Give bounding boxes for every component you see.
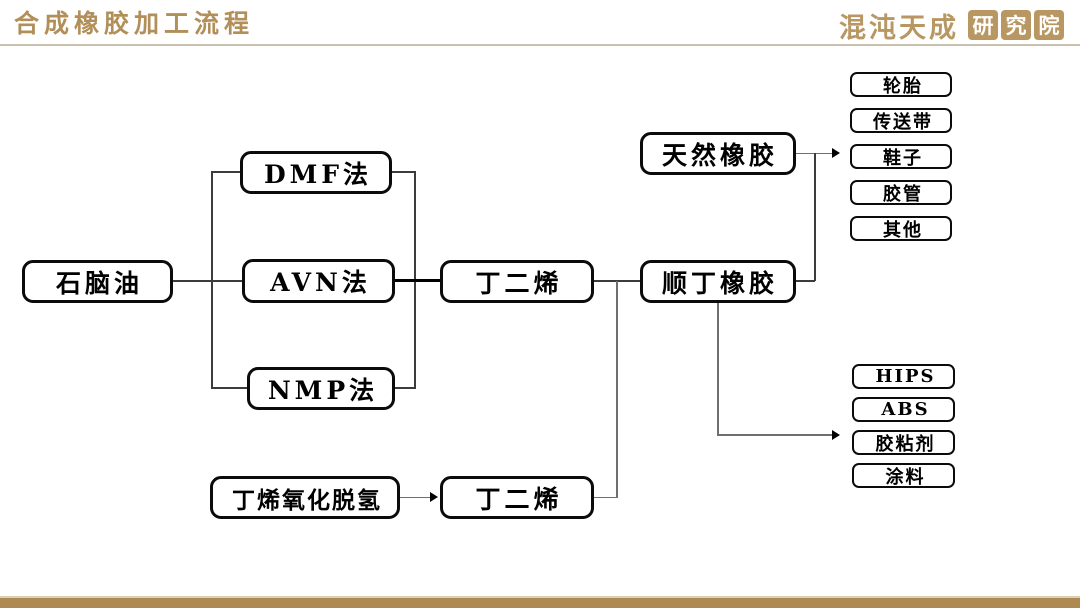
node-label: DMF法 xyxy=(263,159,373,189)
node-butene-oxidative-dehydrogenation: 丁烯氧化脱氢 xyxy=(210,476,400,519)
connector-cisrubber-right xyxy=(796,280,815,282)
node-avn-process: AVN法 xyxy=(242,259,395,303)
connector-odh-butadiene2 xyxy=(400,496,431,498)
node-label: ABS xyxy=(881,399,930,420)
logo-text: 混沌天成 xyxy=(839,12,959,44)
node-naphtha: 石脑油 xyxy=(22,260,173,303)
node-cis-butadiene-rubber: 顺丁橡胶 xyxy=(640,260,796,303)
node-nmp-process: NMP法 xyxy=(247,367,395,410)
arrowhead-apps-top xyxy=(832,148,840,158)
node-hips: HIPS xyxy=(852,364,955,389)
connector-branch-nmp xyxy=(211,387,248,389)
node-others: 其他 xyxy=(850,216,952,241)
node-conveyor-belt: 传送带 xyxy=(850,108,952,133)
node-rubber-hose: 胶管 xyxy=(850,180,952,205)
logo-tile-char: 院 xyxy=(1034,10,1064,40)
node-coating: 涂料 xyxy=(852,463,955,488)
node-tires: 轮胎 xyxy=(850,72,952,97)
node-dmf-process: DMF法 xyxy=(240,151,392,194)
node-shoes: 鞋子 xyxy=(850,144,952,169)
node-label: AVN法 xyxy=(270,268,371,297)
node-label: 丁二烯 xyxy=(475,268,563,298)
node-label: 顺丁橡胶 xyxy=(661,268,778,298)
node-label: 鞋子 xyxy=(883,147,923,169)
connector-branch-vertical xyxy=(211,172,213,389)
node-adhesive: 胶粘剂 xyxy=(852,430,955,455)
node-label: 轮胎 xyxy=(883,75,923,97)
node-butadiene-bottom: 丁二烯 xyxy=(440,476,594,519)
arrowhead-odh-butadiene2 xyxy=(430,492,438,502)
page-title: 合成橡胶加工流程 xyxy=(14,9,255,38)
node-label: NMP法 xyxy=(267,375,379,405)
connector-branch-dmf xyxy=(211,171,241,173)
company-logo: 混沌天成 研 究 院 xyxy=(839,8,1064,44)
connector-naphtha-branch xyxy=(173,280,242,282)
connector-butadiene2-riser xyxy=(594,496,617,498)
connector-nmp-merge xyxy=(395,387,416,389)
node-label: HIPS xyxy=(875,366,936,387)
connector-avn-butadiene xyxy=(395,279,440,282)
connector-cisrubber-up-vertical xyxy=(814,153,816,281)
node-abs: ABS xyxy=(852,397,955,422)
connector-cisrubber-down-vertical xyxy=(717,302,719,435)
node-label: 石脑油 xyxy=(55,268,143,298)
node-label: 其他 xyxy=(883,219,923,241)
connector-dmf-merge xyxy=(392,171,416,173)
logo-tile-char: 研 xyxy=(968,10,998,40)
node-natural-rubber: 天然橡胶 xyxy=(640,132,796,175)
logo-tile-char: 究 xyxy=(1001,10,1031,40)
footer-accent-bar xyxy=(0,596,1080,608)
node-label: 涂料 xyxy=(885,466,926,488)
node-butadiene-top: 丁二烯 xyxy=(440,260,594,303)
connector-cisrubber-apps-bottom xyxy=(717,434,833,436)
node-label: 天然橡胶 xyxy=(661,140,778,170)
header-divider xyxy=(0,44,1080,46)
node-label: 丁烯氧化脱氢 xyxy=(232,486,382,514)
connector-bottom-riser xyxy=(616,281,618,498)
node-label: 丁二烯 xyxy=(475,484,563,514)
arrowhead-apps-bottom xyxy=(832,430,840,440)
node-label: 胶管 xyxy=(883,183,923,205)
node-label: 胶粘剂 xyxy=(875,433,936,455)
node-label: 传送带 xyxy=(873,111,933,133)
